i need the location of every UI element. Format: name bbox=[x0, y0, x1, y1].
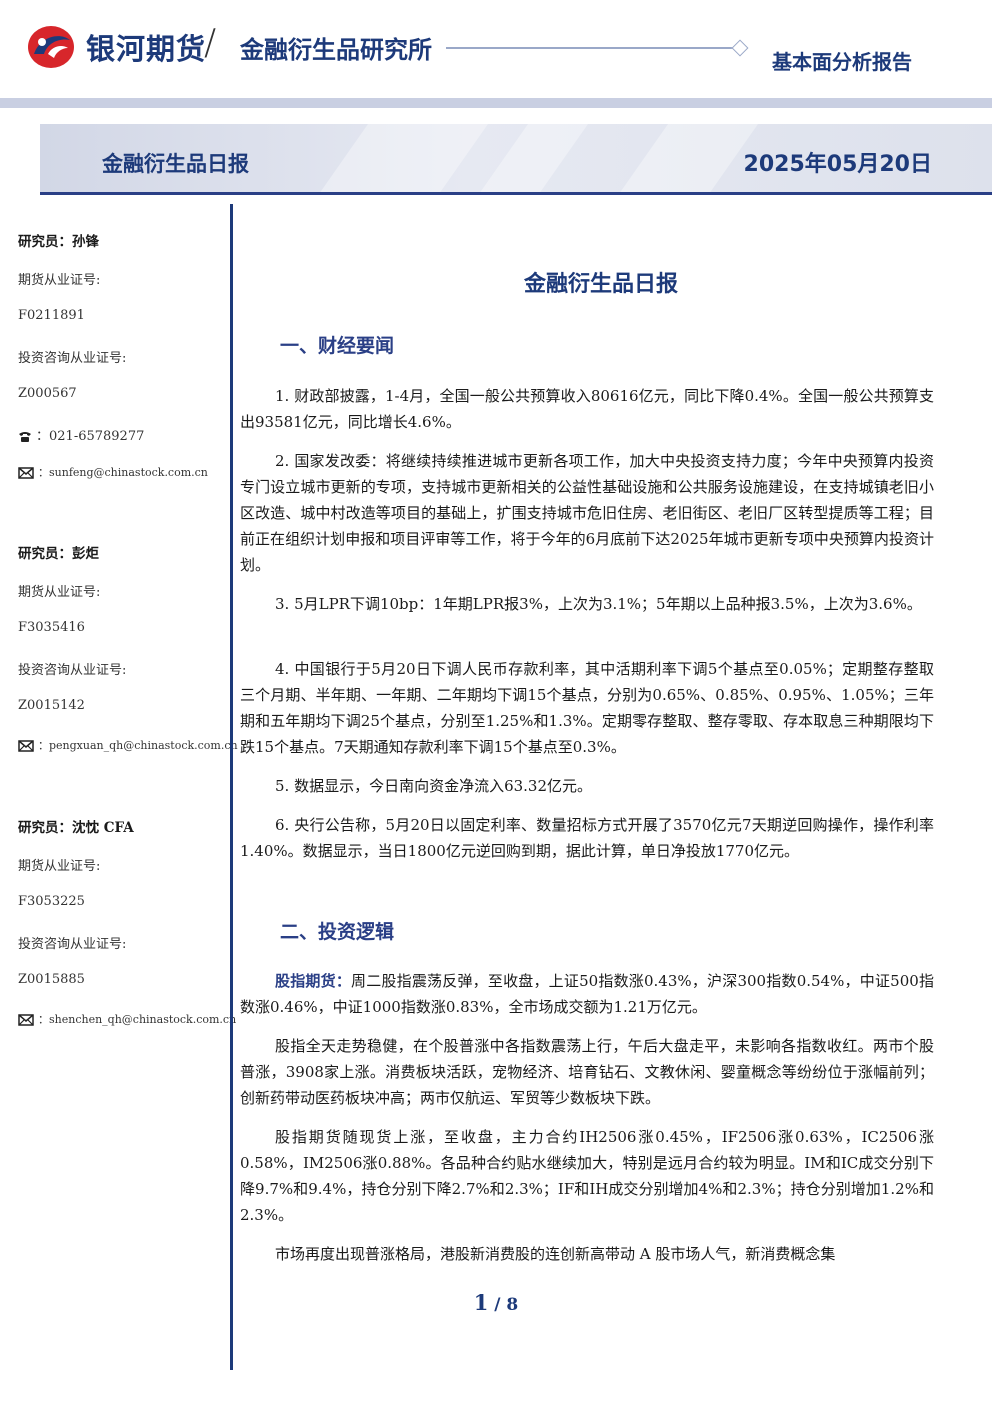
report-banner: 金融衍生品日报 2025年05月20日 bbox=[40, 124, 992, 195]
report-type: 基本面分析报告 bbox=[772, 50, 912, 74]
news-item: 5. 数据显示，今日南向资金净流入63.32亿元。 bbox=[275, 777, 593, 795]
logic-paragraph: 股指期货随现货上涨，至收盘，主力合约IH2506涨0.45%，IF2506涨0.… bbox=[240, 1128, 934, 1224]
news-item: 2. 国家发改委：将继续持续推进城市更新各项工作，加大中央投资支持力度；今年中央… bbox=[240, 452, 934, 574]
futures-license-id: F0211891 bbox=[18, 308, 85, 323]
phone-line: ：021-65789277 bbox=[18, 425, 144, 444]
consult-license-label: 投资咨询从业证号: bbox=[18, 351, 127, 366]
futures-license-label: 期货从业证号: bbox=[18, 859, 101, 874]
section-heading-news: 一、财经要闻 bbox=[280, 335, 395, 357]
page-number: 1 / 8 bbox=[456, 1290, 536, 1315]
logic-lead: 股指期货： bbox=[275, 972, 352, 990]
top-header: 银河期货 / 金融衍生品研究所 基本面分析报告 bbox=[0, 0, 992, 98]
galaxy-logo-icon bbox=[28, 26, 74, 68]
researcher-name: 研究员：彭炬 bbox=[18, 546, 99, 562]
email-address[interactable]: ：pengxuan_qh@chinastock.com.cn bbox=[38, 739, 238, 752]
email-address[interactable]: ：sunfeng@chinastock.com.cn bbox=[38, 466, 208, 479]
email-line: ：sunfeng@chinastock.com.cn bbox=[18, 464, 208, 480]
news-item: 1. 财政部披露，1-4月，全国一般公共预算收入80616亿元，同比下降0.4%… bbox=[240, 387, 934, 431]
column-divider bbox=[230, 204, 233, 1370]
current-page: 1 bbox=[473, 1290, 489, 1315]
page-separator: / bbox=[488, 1295, 507, 1315]
section-heading-logic: 二、投资逻辑 bbox=[280, 921, 395, 943]
header-band bbox=[0, 98, 992, 108]
futures-license-label: 期货从业证号: bbox=[18, 585, 101, 600]
logic-paragraph: 市场再度出现普涨格局，港股新消费股的连创新高带动 A 股市场人气，新消费概念集 bbox=[275, 1245, 836, 1263]
header-rule bbox=[446, 47, 736, 49]
banner-title: 金融衍生品日报 bbox=[102, 152, 249, 176]
news-item: 6. 央行公告称，5月20日以固定利率、数量招标方式开展了3570亿元7天期逆回… bbox=[240, 816, 934, 860]
email-line: ：pengxuan_qh@chinastock.com.cn bbox=[18, 737, 238, 753]
news-item: 4. 中国银行于5月20日下调人民币存款利率，其中活期利率下调5个基点至0.05… bbox=[240, 660, 934, 756]
institute-name: 金融衍生品研究所 bbox=[240, 36, 432, 64]
phone-icon bbox=[19, 431, 31, 442]
consult-license-id: Z0015142 bbox=[18, 698, 85, 713]
futures-license-id: F3053225 bbox=[18, 894, 85, 909]
logic-paragraph: 股指期货：周二股指震荡反弹，至收盘，上证50指数涨0.43%，沪深300指数0.… bbox=[240, 968, 934, 1020]
consult-license-label: 投资咨询从业证号: bbox=[18, 937, 127, 952]
report-date: 2025年05月20日 bbox=[743, 152, 932, 177]
mail-icon bbox=[18, 739, 34, 752]
futures-license-label: 期货从业证号: bbox=[18, 273, 101, 288]
mail-icon bbox=[18, 466, 34, 479]
consult-license-id: Z000567 bbox=[18, 386, 77, 401]
logic-text: 周二股指震荡反弹，至收盘，上证50指数涨0.43%，沪深300指数0.54%，中… bbox=[240, 972, 934, 1016]
mail-icon bbox=[18, 1013, 34, 1026]
news-item: 3. 5月LPR下调10bp：1年期LPR报3%，上次为3.1%；5年期以上品种… bbox=[275, 595, 922, 613]
total-pages: 8 bbox=[506, 1295, 519, 1315]
consult-license-id: Z0015885 bbox=[18, 972, 85, 987]
consult-license-label: 投资咨询从业证号: bbox=[18, 663, 127, 678]
document-title: 金融衍生品日报 bbox=[523, 272, 678, 297]
diamond-icon bbox=[731, 39, 749, 57]
email-address[interactable]: ：shenchen_qh@chinastock.com.cn bbox=[38, 1013, 237, 1026]
brand-name: 银河期货 bbox=[86, 32, 207, 66]
researcher-name: 研究员：沈忱 CFA bbox=[18, 820, 134, 836]
logic-paragraph: 股指全天走势稳健，在个股普涨中各指数震荡上行，午后大盘走平，未影响各指数收红。两… bbox=[240, 1037, 934, 1107]
researcher-name: 研究员：孙锋 bbox=[18, 234, 99, 250]
brand-separator: / bbox=[204, 22, 217, 63]
email-line: ：shenchen_qh@chinastock.com.cn bbox=[18, 1011, 236, 1027]
futures-license-id: F3035416 bbox=[18, 620, 85, 635]
phone-number: ：021-65789277 bbox=[36, 429, 145, 444]
